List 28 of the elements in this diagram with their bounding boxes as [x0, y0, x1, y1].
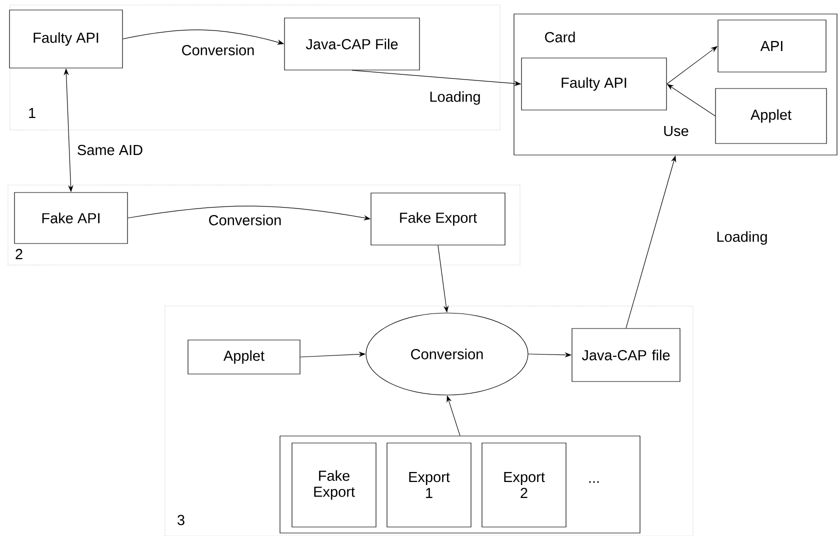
group-number: 1 [29, 108, 36, 118]
process-box: Fake API [14, 192, 128, 244]
dotted-group-box [10, 4, 500, 130]
edge-label: Loading [715, 230, 769, 246]
process-box: Java-CAP File [284, 18, 420, 70]
process-box: Applet [188, 340, 300, 374]
process-box: Applet [715, 88, 827, 144]
edge-label: Conversion [207, 214, 283, 226]
process-box: Fake Export [370, 192, 506, 246]
process-box: API [718, 20, 826, 72]
process-box: Faulty API [9, 10, 123, 68]
edge-label: Conversion [180, 44, 256, 56]
card-box [514, 14, 838, 156]
edge-label: Same AID [76, 144, 144, 156]
group-number: 3 [178, 514, 184, 526]
dotted-group-box [164, 306, 694, 536]
group-number: 2 [16, 248, 22, 260]
process-box: Java-CAP file [572, 328, 680, 382]
process-box: Fake Export [292, 442, 376, 528]
process-box: Faulty API [521, 58, 667, 110]
edge-label: Use [662, 124, 690, 138]
export-container-box [280, 436, 640, 534]
process-box: Export 2 [482, 442, 566, 528]
process-box: Export 1 [386, 442, 472, 528]
ellipsis-text: ... [589, 481, 599, 483]
dotted-group-box [8, 184, 520, 266]
edge-label: Loading [428, 90, 482, 106]
card-title: Card [545, 32, 575, 42]
